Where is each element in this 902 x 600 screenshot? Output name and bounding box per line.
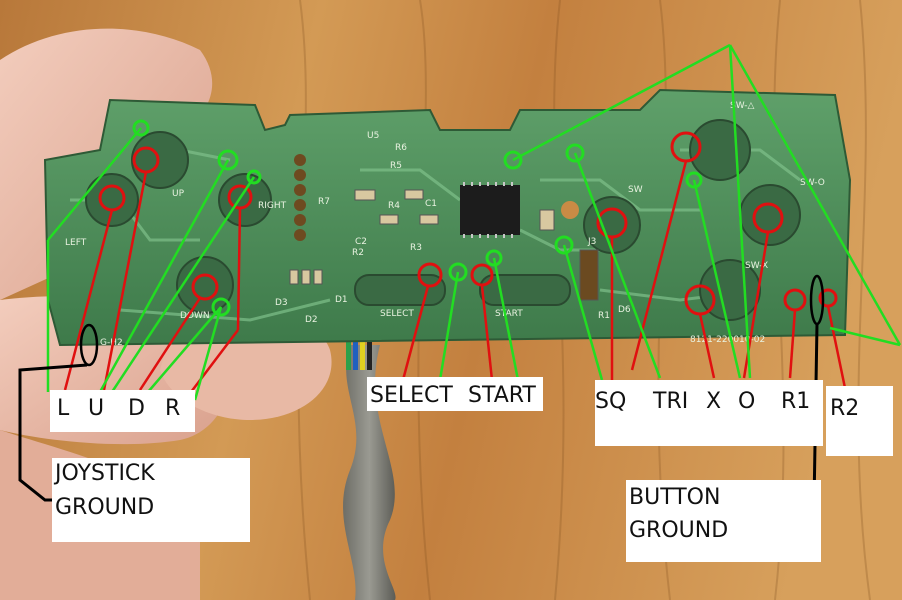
label-r1: R1 [781, 389, 811, 414]
pcb-text-sw: SW [628, 185, 643, 195]
pcb-text-r7: R7 [318, 197, 330, 207]
pcb-text-sw-tri: SW-△ [730, 101, 754, 111]
gmarker-a [132, 119, 150, 137]
label-button-ground-2: GROUND [629, 518, 729, 543]
label-start: START [468, 383, 536, 408]
pcb-resistor-column [294, 154, 306, 241]
label-r2: R2 [830, 396, 860, 421]
pcb-text-left: LEFT [65, 238, 87, 248]
pcb-text-r3: R3 [410, 243, 422, 253]
pcb-text-j3: J3 [587, 237, 596, 247]
pcb-text-right: RIGHT [258, 201, 287, 211]
pcb-text-h2: G-H2 [100, 338, 123, 348]
pcb-text-r1: R1 [598, 311, 610, 321]
pcb-text-d3: D3 [275, 298, 288, 308]
gmarker-h [565, 143, 585, 163]
pcb-text-u5: U5 [367, 131, 379, 141]
pcb-components [289, 189, 599, 301]
pcb-silkscreen: UP LEFT RIGHT DOWN SELECT START 8121-220… [65, 101, 825, 348]
green-leaders [46, 43, 902, 401]
cable-wires [346, 340, 372, 370]
pcb-text-sw-o: SW-O [800, 178, 825, 188]
pcb-mount-hole [561, 201, 579, 219]
pcb-text-d6: D6 [618, 305, 631, 315]
label-tri: TRI [653, 389, 689, 414]
pcb-board [43, 88, 852, 347]
marker-select [417, 262, 443, 288]
label-o: O [738, 389, 756, 414]
gmarker-i [554, 235, 574, 255]
label-u: U [88, 396, 105, 421]
label-select: SELECT [370, 383, 453, 408]
pcb-text-r2: R2 [352, 248, 364, 258]
pcb-text-d1: D1 [335, 295, 348, 305]
pcb-text-down: DOWN [180, 311, 210, 321]
pcb-text-r5: R5 [390, 161, 402, 171]
pcb-text-r6: R6 [395, 143, 407, 153]
gmarker-c [246, 169, 262, 185]
label-x: X [706, 389, 722, 414]
gmarker-f [485, 249, 503, 267]
label-button-ground-1: BUTTON [629, 485, 721, 510]
joystick-ground-marker [79, 323, 99, 367]
gmarker-b [217, 149, 239, 171]
pcb-text-c2: C2 [355, 237, 367, 247]
label-r: R [165, 396, 181, 421]
green-markers [132, 119, 703, 317]
controller-cable [343, 345, 396, 600]
chip-pins [463, 182, 513, 238]
pcb-text-up: UP [172, 189, 185, 199]
pcb-chip [460, 185, 520, 235]
pcb-text-d2: D2 [305, 315, 318, 325]
gmarker-e [448, 262, 468, 282]
button-pads [85, 119, 801, 321]
pcb-text-start: START [495, 309, 523, 319]
pcb-text-r4: R4 [388, 201, 400, 211]
pcb-text-part-no: 8121-220010-02 [690, 335, 765, 345]
gmarker-j [685, 171, 703, 189]
label-sq: SQ [595, 389, 627, 414]
label-joystick-ground-2: GROUND [55, 495, 155, 520]
pcb-text-sw-x: SW-X [745, 261, 768, 271]
label-joystick-ground-1: JOYSTICK [55, 461, 155, 486]
label-d: D [128, 396, 145, 421]
gmarker-g [503, 150, 523, 170]
marker-start [470, 263, 494, 287]
marker-down [191, 273, 219, 301]
pcb-text-select: SELECT [380, 309, 414, 319]
label-l: L [57, 396, 70, 421]
gmarker-d [211, 297, 231, 317]
pcb-text-c1: C1 [425, 199, 437, 209]
